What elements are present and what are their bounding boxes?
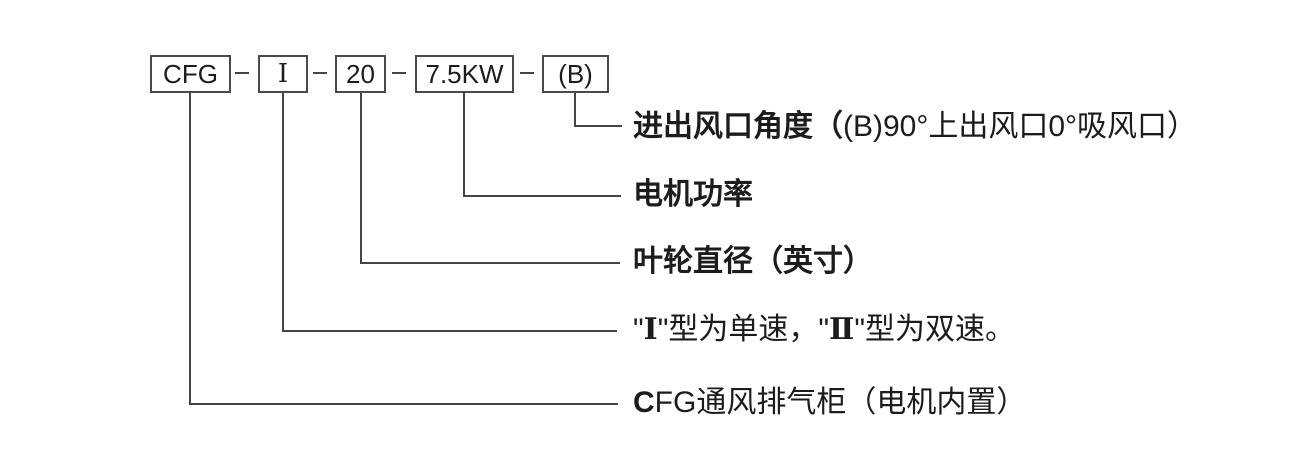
annotation-outlet-angle-bold: 进出风口角度（	[633, 110, 843, 143]
series-code-text: CFG	[163, 58, 218, 89]
connector-motor-power-horizontal	[463, 195, 621, 197]
connector-impeller-diameter-horizontal	[360, 262, 620, 264]
annotation-impeller-diameter: 叶轮直径（英寸）	[633, 244, 873, 280]
connector-series-code-horizontal	[189, 403, 618, 405]
separator-dash	[235, 72, 249, 74]
separator-dash	[520, 72, 534, 74]
connector-speed-type-vertical	[282, 93, 284, 332]
outlet-angle-box: (B)	[542, 55, 609, 93]
annotation-speed-type-roman-one: Ⅰ	[643, 313, 658, 346]
annotation-motor-power-text: 电机功率	[633, 178, 753, 211]
annotation-speed-type-double: "型为双速。	[854, 313, 1015, 346]
connector-motor-power-vertical	[463, 93, 465, 197]
annotation-series-code-text: FG通风排气柜（电机内置）	[654, 386, 1027, 419]
series-code-box: CFG	[150, 55, 231, 93]
motor-power-text: 7.5KW	[425, 58, 504, 89]
annotation-motor-power: 电机功率	[633, 177, 753, 213]
connector-outlet-angle-vertical	[574, 93, 576, 127]
annotation-speed-type: "Ⅰ"型为单速，"Ⅱ"型为双速。	[633, 312, 1015, 348]
impeller-diameter-text: 20	[346, 58, 375, 89]
speed-type-text: Ⅰ	[277, 59, 289, 88]
annotation-speed-type-single: "型为单速，"	[657, 313, 830, 346]
speed-type-box: Ⅰ	[258, 55, 308, 93]
annotation-outlet-angle: 进出风口角度（(B)90°上出风口0°吸风口）	[633, 109, 1197, 145]
connector-series-code-vertical	[189, 93, 191, 405]
impeller-diameter-box: 20	[335, 55, 386, 93]
motor-power-box: 7.5KW	[415, 55, 514, 93]
annotation-speed-type-roman-two: Ⅱ	[829, 313, 855, 346]
connector-impeller-diameter-vertical	[360, 93, 362, 264]
outlet-angle-text: (B)	[558, 58, 593, 89]
annotation-series-code: CFG通风排气柜（电机内置）	[633, 385, 1026, 421]
connector-speed-type-horizontal	[282, 330, 617, 332]
separator-dash	[392, 72, 406, 74]
connector-outlet-angle-horizontal	[574, 125, 622, 127]
annotation-outlet-angle-detail: (B)90°上出风口0°吸风口）	[843, 110, 1198, 143]
annotation-impeller-diameter-text: 叶轮直径（英寸）	[633, 245, 873, 278]
annotation-series-code-initial: C	[633, 386, 655, 419]
annotation-speed-type-quote: "	[633, 313, 644, 346]
separator-dash	[313, 72, 327, 74]
